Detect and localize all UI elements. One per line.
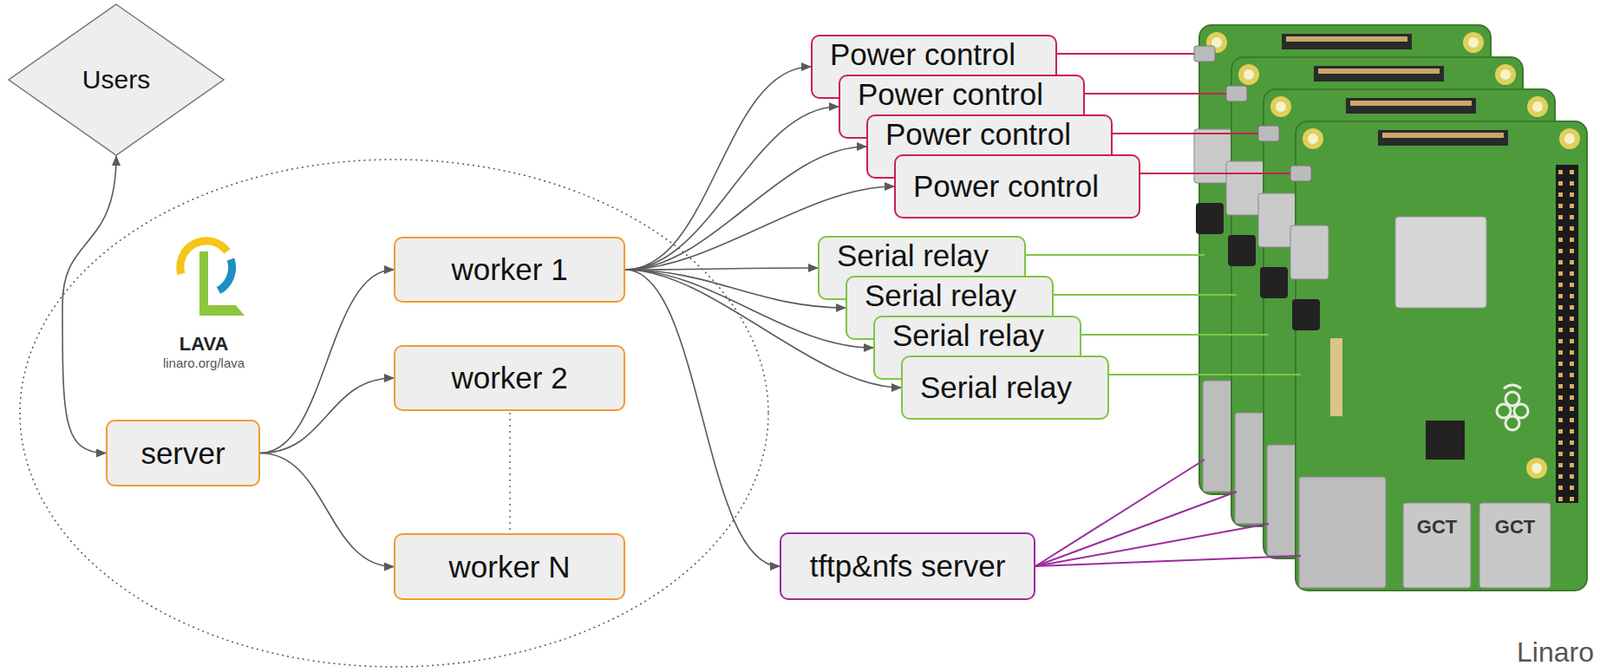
server-box: server xyxy=(105,419,261,487)
connector-arrow xyxy=(625,106,839,270)
network-wires xyxy=(1035,459,1301,567)
box-label: server xyxy=(140,437,225,471)
power-control-box: Power control xyxy=(894,154,1141,219)
logo-url: linaro.org/lava xyxy=(163,355,245,371)
box-label: Serial relay xyxy=(836,239,989,273)
box-label: Serial relay xyxy=(892,319,1045,353)
serial-relay-box: Serial relay xyxy=(901,355,1110,420)
actor-diamond: Users xyxy=(7,3,225,157)
raspberry-pi-board xyxy=(1290,121,1587,591)
box-label: Power control xyxy=(857,78,1044,112)
connector-arrow xyxy=(260,269,394,454)
box-label: Serial relay xyxy=(864,279,1017,313)
connector-arrow xyxy=(62,156,117,454)
file-server-box: tftp&nfs server xyxy=(779,532,1036,601)
system-boundary: LAVAlinaro.org/lava server worker 1 worker … xyxy=(18,157,771,669)
box-label: worker 1 xyxy=(450,253,568,287)
actor-label: Users xyxy=(82,65,151,95)
connector-arrow xyxy=(625,66,811,270)
diamond-shape xyxy=(8,4,224,156)
dotted-ellipse xyxy=(19,159,769,667)
connector-arrow xyxy=(260,378,394,454)
worker-box: worker N xyxy=(393,533,626,601)
usb-port-marking: GCT xyxy=(1417,515,1457,539)
box-label: tftp&nfs server xyxy=(809,549,1006,583)
micro-usb-ports xyxy=(1194,45,1312,182)
connector-arrow xyxy=(260,453,394,568)
box-label: Power control xyxy=(829,38,1016,72)
connector-arrow xyxy=(625,267,818,270)
company-watermark: Linaro xyxy=(1516,636,1594,669)
logo-title: LAVA xyxy=(179,333,229,356)
box-label: worker N xyxy=(448,550,570,584)
box-label: Power control xyxy=(885,117,1072,151)
box-label: Serial relay xyxy=(920,371,1072,405)
worker-box: worker 2 xyxy=(393,345,626,412)
usb-port-marking: GCT xyxy=(1495,515,1535,539)
box-label: worker 2 xyxy=(450,361,568,395)
connector-arrow xyxy=(625,269,780,567)
box-label: Power control xyxy=(913,169,1099,203)
ellipsis-line xyxy=(509,412,511,532)
lava-logo xyxy=(180,241,245,316)
worker-box: worker 1 xyxy=(393,236,626,303)
